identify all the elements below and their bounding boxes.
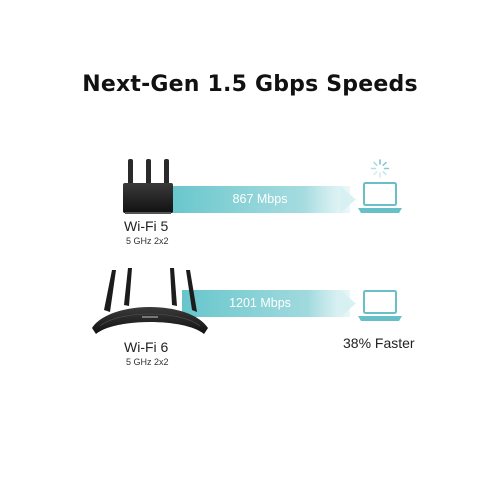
speed-beam-wifi6	[182, 290, 356, 317]
router-name-wifi6: Wi-Fi 6	[124, 339, 169, 355]
laptop-icon	[358, 182, 402, 213]
comparison-label: 38% Faster	[343, 335, 415, 351]
laptop-icon	[358, 290, 402, 321]
router-3-antenna-icon	[123, 159, 173, 214]
speed-label-wifi5: 867 Mbps	[232, 192, 288, 206]
speed-beam-wifi5	[168, 186, 356, 213]
page-title: Next-Gen 1.5 Gbps Speeds	[82, 72, 418, 97]
router-name-wifi5: Wi-Fi 5	[124, 218, 169, 234]
speed-label-wifi6: 1201 Mbps	[229, 296, 291, 310]
router-spec-wifi6: 5 GHz 2x2	[126, 357, 169, 367]
loading-spinner-icon	[370, 159, 390, 178]
router-4-antenna-icon	[92, 268, 208, 334]
router-spec-wifi5: 5 GHz 2x2	[126, 236, 169, 246]
